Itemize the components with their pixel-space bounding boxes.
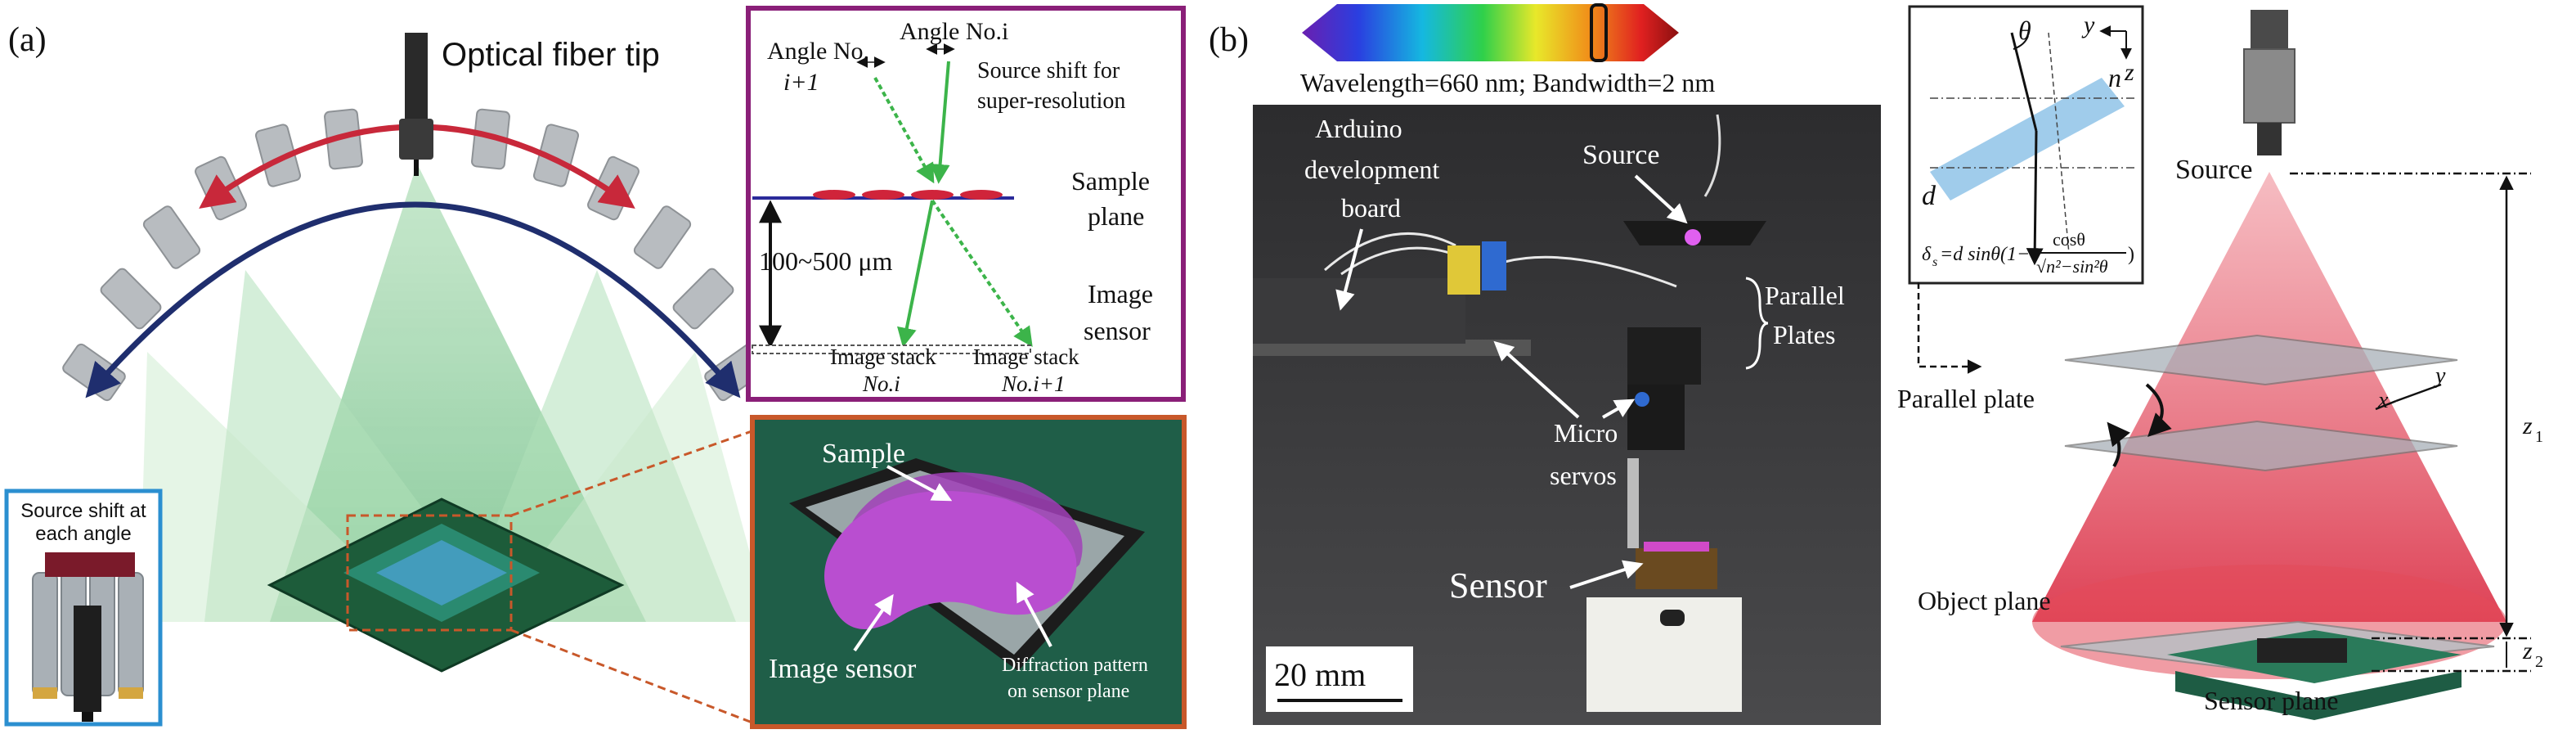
image-sensor-line1: Image [1088, 279, 1153, 308]
parallel-plate-label: Parallel plate [1897, 384, 2035, 413]
inset-title-line1: Source shift at [20, 500, 146, 522]
parallel-line1: Parallel [1765, 281, 1845, 310]
inset-source-shift: Source shift at each angle [4, 489, 163, 727]
angles-box: Angle No. i+1 Angle No.i Source shift fo… [746, 6, 1186, 402]
angle-i1-line1: Angle No. [767, 38, 869, 65]
sensor-board [267, 498, 625, 673]
object-plane-label: Object plane [1918, 586, 2051, 615]
schematic-axis-x: x [2377, 388, 2389, 413]
panel-b-label: (b) [1209, 21, 1249, 59]
fiber-label: Optical fiber tip [442, 37, 660, 73]
distance-label: 100~500 μm [759, 246, 892, 276]
spectrum-caption: Wavelength=660 nm; Bandwidth=2 nm [1300, 68, 1715, 97]
zoom-image-sensor-label: Image sensor [769, 654, 917, 684]
geom-d-label: d [1922, 181, 1936, 211]
wavelength-window [1590, 3, 1608, 62]
photo-sensor-label: Sensor [1449, 565, 1547, 606]
zoom-diffraction-line1: Diffraction pattern [1002, 655, 1148, 676]
z1-sub: 1 [2535, 428, 2543, 446]
zoom-highlight [346, 514, 513, 632]
panel-b: (b) Wavelength=660 nm; Bandwidth=2 nm [1209, 3, 2543, 725]
shift-line1: Source shift for [977, 58, 1120, 83]
setup-photo: Arduino development board Source Paralle… [1253, 105, 1881, 725]
arduino-line2: development [1304, 155, 1439, 184]
arduino-line1: Arduino [1315, 114, 1402, 143]
zoom-box: Sample Image sensor Diffraction pattern … [750, 415, 1187, 729]
z2-label: z [2522, 637, 2533, 664]
stack-i1-line1: Image stack [973, 344, 1079, 369]
scale-label: 20 mm [1274, 656, 1366, 693]
inset-title-line2: each angle [35, 523, 131, 545]
formula-num: cosθ [2053, 229, 2085, 250]
micro-line1: Micro [1554, 418, 1618, 448]
theta-label: θ [2018, 16, 2031, 45]
formula-end: ) [2128, 244, 2134, 265]
image-sensor-line2: sensor [1084, 316, 1151, 345]
arduino-line3: board [1341, 193, 1401, 223]
formula-lhs: δ [1922, 244, 1932, 265]
stack-i-line2: No.i [862, 372, 900, 396]
z2-sub: 2 [2535, 653, 2543, 671]
sample-plane-line1: Sample [1071, 166, 1150, 196]
micro-line2: servos [1550, 461, 1617, 490]
zoom-diffraction-line2: on sensor plane [1008, 681, 1129, 702]
geom-n-label: n [2108, 63, 2121, 92]
inset-link [1917, 282, 1982, 374]
formula-mid: =d sinθ(1− [1940, 244, 2030, 265]
shift-line2: super-resolution [977, 88, 1125, 114]
panel-a: (a) [4, 6, 1187, 729]
schematic: Source Parallel plate y x Object plane S… [1897, 10, 2543, 720]
photo-source-label: Source [1582, 140, 1659, 170]
stack-i-line1: Image stack [830, 344, 936, 369]
panel-a-label: (a) [8, 21, 47, 59]
sensor-plane-label: Sensor plane [2204, 686, 2338, 715]
zoom-connector-top [510, 428, 757, 517]
z1-label: z [2522, 412, 2533, 439]
sample-plane-line2: plane [1088, 201, 1144, 231]
formula-sub: s [1932, 255, 1937, 269]
schematic-source-label: Source [2175, 155, 2252, 185]
angle-i1-line2: i+1 [783, 69, 819, 96]
spectrum-bar [1302, 3, 1679, 62]
optical-fiber [399, 33, 433, 176]
geom-y-label: y [2081, 11, 2095, 38]
zoom-connector-bottom [510, 628, 757, 726]
formula-den: √n²−sin²θ [2036, 256, 2108, 277]
geometry-inset: θ y z n d δ s =d sinθ(1− cosθ √n²−sin²θ … [1908, 5, 2144, 285]
geom-z-label: z [2124, 59, 2134, 86]
parallel-line2: Plates [1773, 320, 1835, 349]
stack-i1-line2: No.i+1 [1001, 372, 1065, 396]
schematic-axis-y: y [2433, 363, 2446, 389]
angle-i-label: Angle No.i [900, 18, 1008, 45]
zoom-sample-label: Sample [822, 439, 905, 469]
